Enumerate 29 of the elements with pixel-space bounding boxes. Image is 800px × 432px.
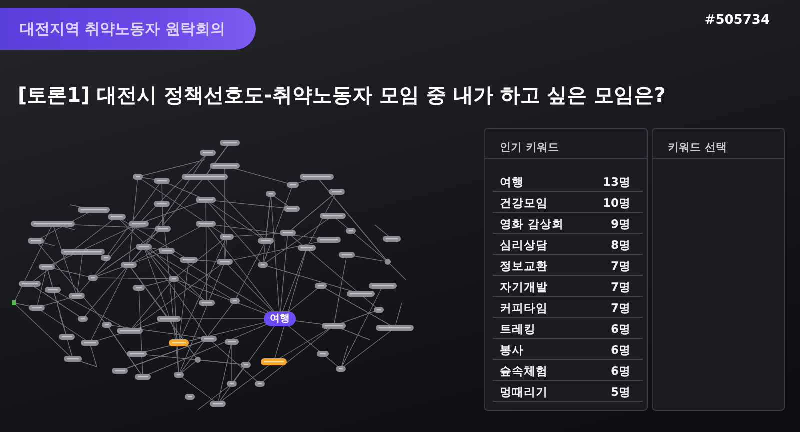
keyword-text: 건강모임 xyxy=(500,195,548,211)
count-text: 13명 xyxy=(602,174,631,190)
count-text: 9명 xyxy=(610,216,631,232)
count-text: 6명 xyxy=(610,321,631,337)
title-text: [토론1] 대전시 정책선호도-취약노동자 모임 중 내가 하고 싶은 모임은? xyxy=(18,82,666,108)
count-text: 7명 xyxy=(610,258,631,274)
keyword-text: 트레킹 xyxy=(500,321,536,337)
keyword-text: 정보교환 xyxy=(500,258,548,274)
session-code: #505734 xyxy=(704,13,770,29)
keyword-text: 멍때리기 xyxy=(500,384,548,400)
keyword-panel xyxy=(484,128,648,411)
panel-heading: 키워드 선택 xyxy=(668,141,727,155)
count-text: 6명 xyxy=(610,363,631,379)
count-text: 7명 xyxy=(610,300,631,316)
keyword-text: 커피타임 xyxy=(500,300,548,316)
keyword-text: 숲속체험 xyxy=(500,363,548,379)
count-text: 6명 xyxy=(610,342,631,358)
count-text: 8명 xyxy=(610,237,631,253)
keyword-text: 여행 xyxy=(500,174,524,190)
count-text: 10명 xyxy=(602,195,631,211)
keyword-text: 봉사 xyxy=(500,342,524,358)
keyword-text: 영화 감상회 xyxy=(500,216,564,232)
header-banner: 대전지역 취약노동자 원탁회의 xyxy=(0,8,256,50)
panel-heading: 인기 키워드 xyxy=(500,141,559,155)
count-text: 5명 xyxy=(610,384,631,400)
keyword-text: 심리상담 xyxy=(500,237,548,253)
keyword-text: 자기개발 xyxy=(500,279,548,295)
selection-panel xyxy=(652,128,785,411)
count-text: 7명 xyxy=(610,279,631,295)
